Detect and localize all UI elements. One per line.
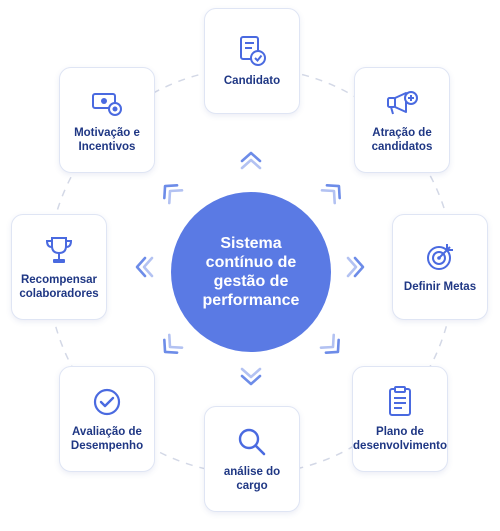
card-definir-metas[interactable]: Definir Metas [392, 214, 488, 320]
card-label: Definir Metas [403, 280, 477, 293]
card-motivacao-incentivos[interactable]: Motivação e Incentivos [59, 67, 155, 173]
search-icon [235, 425, 269, 459]
check-circle-icon [90, 385, 124, 419]
clipboard-list-icon [383, 385, 417, 419]
card-label: Plano de desenvolvimento [353, 425, 447, 452]
chevron-down-right-icon [316, 330, 350, 364]
target-icon [423, 240, 457, 274]
chevron-right-icon [345, 254, 367, 280]
chevron-up-icon [238, 149, 264, 171]
card-recompensar-colaboradores[interactable]: Recompensar colaboradores [11, 214, 107, 320]
card-label: Motivação e Incentivos [74, 126, 140, 153]
money-icon [90, 86, 124, 120]
card-label: Recompensar colaboradores [19, 273, 99, 300]
center-circle: Sistema contínuo de gestão de performanc… [171, 192, 331, 352]
card-atracao[interactable]: Atração de candidatos [354, 67, 450, 173]
chevron-left-icon [133, 254, 155, 280]
card-candidato[interactable]: Candidato [204, 8, 300, 114]
document-check-icon [235, 34, 269, 68]
center-title: Sistema contínuo de gestão de performanc… [202, 234, 300, 310]
card-label: Candidato [223, 74, 281, 87]
card-label: Avaliação de Desempenho [70, 425, 144, 452]
chevron-down-left-icon [153, 330, 187, 364]
chevron-up-right-icon [317, 174, 351, 208]
card-avaliacao-desempenho[interactable]: Avaliação de Desempenho [59, 366, 155, 472]
trophy-icon [42, 233, 76, 267]
chevron-down-icon [238, 366, 264, 388]
card-label: Atração de candidatos [371, 126, 433, 153]
card-plano-desenvolvimento[interactable]: Plano de desenvolvimento [352, 366, 448, 472]
card-label: análise do cargo [223, 465, 281, 492]
card-analise-cargo[interactable]: análise do cargo [204, 406, 300, 512]
megaphone-plus-icon [385, 86, 419, 120]
chevron-up-left-icon [153, 174, 187, 208]
